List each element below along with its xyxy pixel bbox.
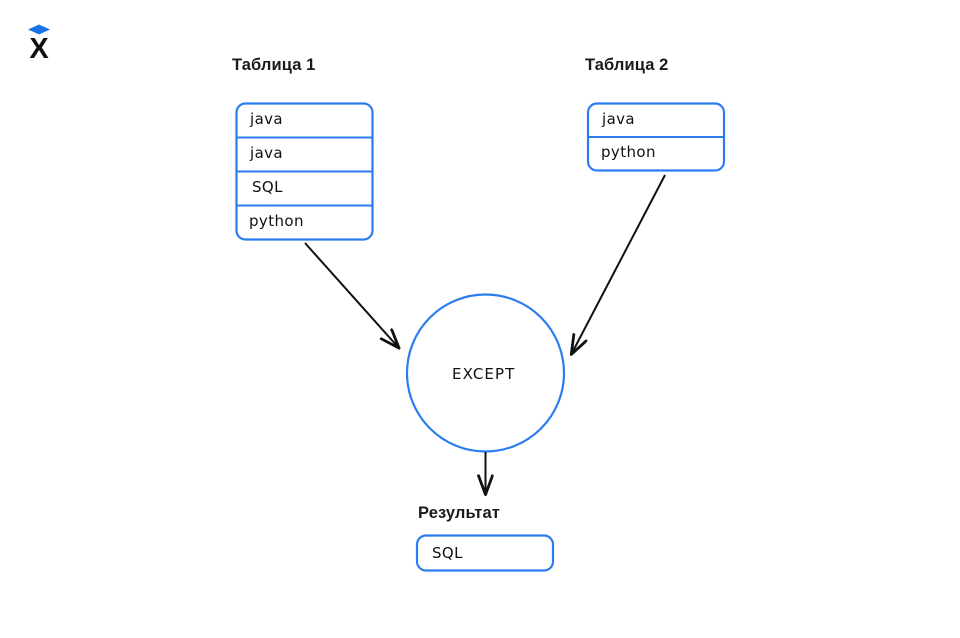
- table1-box: [235, 102, 374, 241]
- table1-cell-2: java: [250, 144, 284, 162]
- operation-circle: [405, 293, 566, 453]
- table1-cell-1: java: [250, 110, 284, 128]
- operation-label: EXCEPT: [452, 365, 516, 383]
- table2-title: Таблица 2: [585, 56, 669, 74]
- logo-diamond-icon: [28, 24, 50, 35]
- arrow-table1-to-operation: [304, 242, 398, 347]
- table2-cell-2: python: [601, 143, 656, 161]
- table1-title: Таблица 1: [232, 56, 316, 74]
- table1-cell-4: python: [249, 212, 304, 230]
- table2-cell-1: java: [602, 110, 636, 128]
- x-logo: X: [28, 24, 50, 62]
- result-cell-1: SQL: [432, 544, 463, 562]
- result-title: Результат: [418, 504, 500, 522]
- table1-cell-3: SQL: [252, 178, 283, 196]
- logo-letter: X: [29, 33, 49, 62]
- result-box: [415, 534, 555, 572]
- arrow-table2-to-operation: [572, 174, 666, 353]
- table2-box: [586, 102, 726, 172]
